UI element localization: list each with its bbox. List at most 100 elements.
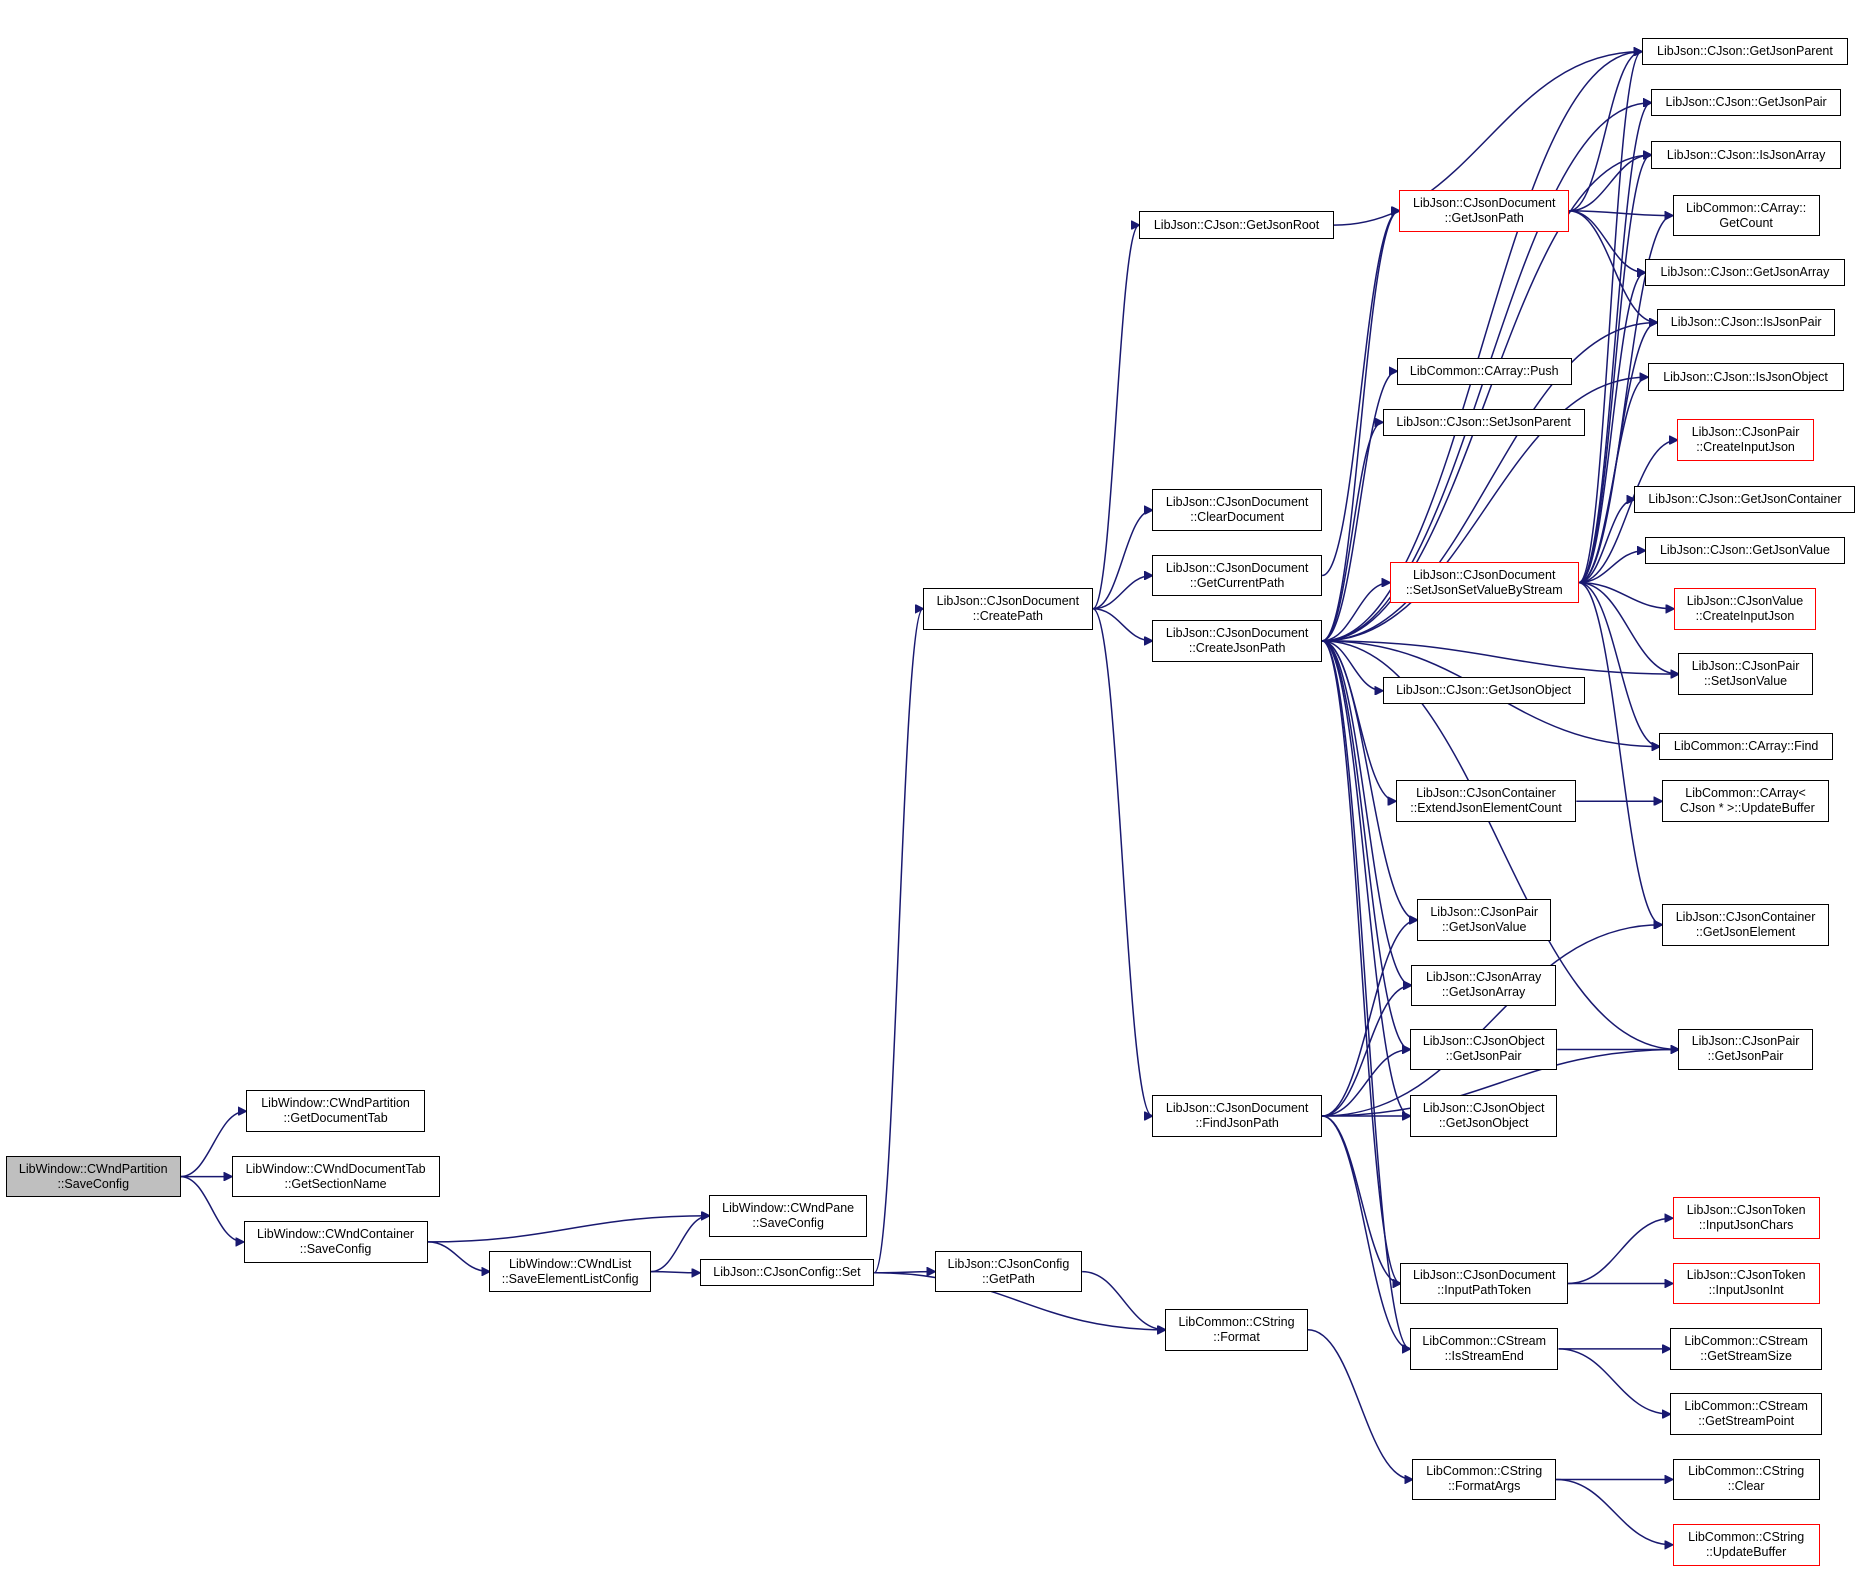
node-label: LibJson::CJsonValue ::CreateInputJson [1686, 593, 1804, 623]
node-wp-getdocumenttab[interactable]: LibWindow::CWndPartition ::GetDocumentTa… [245, 1090, 426, 1133]
node-wc-saveconfig[interactable]: LibWindow::CWndContainer ::SaveConfig [243, 1221, 428, 1263]
node-cst-isstreamend[interactable]: LibCommon::CStream ::IsStreamEnd [1409, 1328, 1559, 1370]
node-wpane-saveconfig[interactable]: LibWindow::CWndPane ::SaveConfig [709, 1194, 868, 1237]
node-jp-createinputjson[interactable]: LibJson::CJsonPair ::CreateInputJson [1677, 419, 1814, 461]
node-jd-findjsonpath[interactable]: LibJson::CJsonDocument ::FindJsonPath [1152, 1095, 1323, 1137]
edge-jd-createjsonpath-to-jp-getjsonvalue [1321, 640, 1417, 920]
node-label: LibJson::CJsonPair ::CreateInputJson [1691, 425, 1800, 455]
node-label: LibJson::CJsonToken ::InputJsonChars [1686, 1203, 1806, 1233]
node-label: LibJson::CJsonDocument ::SetJsonSetValue… [1405, 567, 1563, 597]
node-label: LibCommon::CArray< CJson * >::UpdateBuff… [1679, 786, 1815, 816]
edge-jd-setjsonsetvaluebystream-to-jv-createinputjson [1578, 581, 1674, 609]
node-j-getjsonpair[interactable]: LibJson::CJson::GetJsonPair [1651, 89, 1842, 117]
node-label: LibJson::CJson::IsJsonArray [1666, 147, 1826, 162]
node-j-getjsonvalue[interactable]: LibJson::CJson::GetJsonValue [1645, 536, 1845, 565]
node-jd-createpath[interactable]: LibJson::CJsonDocument ::CreatePath [922, 587, 1093, 630]
node-jd-inputpathtoken[interactable]: LibJson::CJsonDocument ::InputPathToken [1400, 1262, 1568, 1305]
node-cs-clear[interactable]: LibCommon::CString ::Clear [1672, 1458, 1820, 1501]
node-jd-createjsonpath[interactable]: LibJson::CJsonDocument ::CreateJsonPath [1152, 620, 1323, 662]
node-j-getjsonparent[interactable]: LibJson::CJson::GetJsonParent [1641, 38, 1849, 66]
edge-jd-createjsonpath-to-jd-getjsonpath [1321, 211, 1399, 642]
node-j-isjsonarray[interactable]: LibJson::CJson::IsJsonArray [1651, 141, 1842, 169]
node-j-setjsonparent[interactable]: LibJson::CJson::SetJsonParent [1382, 408, 1585, 436]
node-jo-getjsonobject[interactable]: LibJson::CJsonObject ::GetJsonObject [1409, 1095, 1558, 1137]
node-jd-setjsonsetvaluebystream[interactable]: LibJson::CJsonDocument ::SetJsonSetValue… [1389, 561, 1579, 604]
edge-jd-createjsonpath-to-jp-getjsonpair [1322, 640, 1678, 1050]
edge-jd-setjsonsetvaluebystream-to-j-getjsonvalue [1578, 551, 1646, 584]
node-label: LibJson::CJsonPair ::SetJsonValue [1691, 659, 1800, 689]
edge-jd-setjsonsetvaluebystream-to-j-getjsonpair [1578, 103, 1651, 584]
node-label: LibCommon::CString ::FormatArgs [1426, 1464, 1543, 1494]
edge-jd-createjsonpath-to-j-getjsonparent [1322, 52, 1642, 642]
node-ca-getcount[interactable]: LibCommon::CArray:: GetCount [1672, 194, 1820, 237]
node-ca-push[interactable]: LibCommon::CArray::Push [1396, 357, 1572, 385]
node-j-getjsonobject[interactable]: LibJson::CJson::GetJsonObject [1382, 677, 1585, 705]
node-wdt-getsectionname[interactable]: LibWindow::CWndDocumentTab ::GetSectionN… [231, 1155, 440, 1198]
node-label: LibCommon::CString ::Clear [1688, 1464, 1805, 1494]
node-wp-saveconfig[interactable]: LibWindow::CWndPartition ::SaveConfig [5, 1155, 181, 1198]
edge-jd-createjsonpath-to-ja-getjsonarray [1321, 640, 1411, 985]
node-jc-getpath[interactable]: LibJson::CJsonConfig ::GetPath [934, 1250, 1083, 1293]
edge-jd-createjsonpath-to-j-isjsonarray [1322, 155, 1651, 642]
node-label: LibJson::CJson::IsJsonObject [1663, 369, 1828, 384]
node-label: LibJson::CJsonConfig::Set [713, 1265, 861, 1280]
node-jcont-getjsonelement[interactable]: LibJson::CJsonContainer ::GetJsonElement [1661, 903, 1830, 946]
node-label: LibJson::CJsonDocument ::CreateJsonPath [1165, 625, 1309, 655]
node-label: LibWindow::CWndContainer ::SaveConfig [257, 1226, 415, 1256]
edge-jd-findjsonpath-to-jcont-getjsonelement [1322, 925, 1662, 1117]
node-cs-format[interactable]: LibCommon::CString ::Format [1165, 1309, 1308, 1351]
node-j-isjsonpair[interactable]: LibJson::CJson::IsJsonPair [1657, 308, 1836, 337]
node-jp-getjsonpair[interactable]: LibJson::CJsonPair ::GetJsonPair [1678, 1028, 1813, 1071]
edge-jd-createpath-to-jd-getcurrentpath [1092, 576, 1152, 610]
node-jd-cleardocument[interactable]: LibJson::CJsonDocument ::ClearDocument [1152, 489, 1323, 531]
node-jc-set[interactable]: LibJson::CJsonConfig::Set [699, 1259, 875, 1287]
node-wl-saveelementlistconfig[interactable]: LibWindow::CWndList ::SaveElementListCon… [489, 1250, 651, 1293]
node-label: LibCommon::CStream ::GetStreamSize [1684, 1333, 1808, 1363]
node-label: LibJson::CJsonContainer ::ExtendJsonElem… [1410, 786, 1562, 816]
edge-jd-findjsonpath-to-jp-getjsonpair [1322, 1049, 1678, 1117]
node-cst-getstreampoint[interactable]: LibCommon::CStream ::GetStreamPoint [1670, 1393, 1823, 1435]
node-j-getjsonarray[interactable]: LibJson::CJson::GetJsonArray [1645, 258, 1845, 287]
node-jp-setjsonvalue[interactable]: LibJson::CJsonPair ::SetJsonValue [1678, 653, 1813, 695]
node-j-getjsonroot[interactable]: LibJson::CJson::GetJsonRoot [1139, 211, 1334, 239]
node-ja-getjsonarray[interactable]: LibJson::CJsonArray ::GetJsonArray [1411, 964, 1557, 1007]
edge-wl-saveelementlistconfig-to-jc-set [650, 1272, 700, 1273]
node-label: LibJson::CJsonDocument ::FindJsonPath [1165, 1100, 1309, 1130]
edge-jd-createjsonpath-to-jd-inputpathtoken [1321, 640, 1400, 1284]
edge-wc-saveconfig-to-wpane-saveconfig [427, 1216, 710, 1243]
node-label: LibWindow::CWndDocumentTab ::GetSectionN… [245, 1161, 426, 1191]
edge-jc-set-to-cs-format [874, 1272, 1165, 1330]
node-j-isjsonobject[interactable]: LibJson::CJson::IsJsonObject [1647, 363, 1844, 391]
edge-jc-set-to-jd-createpath [873, 609, 923, 1274]
edge-jd-getjsonpath-to-j-isjsonarray [1569, 155, 1651, 212]
node-jcont-extendjsonelementcount[interactable]: LibJson::CJsonContainer ::ExtendJsonElem… [1395, 780, 1577, 822]
node-cst-getstreamsize[interactable]: LibCommon::CStream ::GetStreamSize [1670, 1328, 1823, 1370]
node-jv-createinputjson[interactable]: LibJson::CJsonValue ::CreateInputJson [1673, 587, 1817, 630]
node-jd-getcurrentpath[interactable]: LibJson::CJsonDocument ::GetCurrentPath [1152, 554, 1323, 597]
node-label: LibJson::CJsonDocument ::ClearDocument [1165, 495, 1309, 525]
node-label: LibWindow::CWndPane ::SaveConfig [722, 1200, 855, 1230]
node-label: LibCommon::CString ::UpdateBuffer [1688, 1529, 1805, 1559]
node-cs-updatebuffer[interactable]: LibCommon::CString ::UpdateBuffer [1672, 1524, 1820, 1566]
node-jt-inputjsonchars[interactable]: LibJson::CJsonToken ::InputJsonChars [1672, 1197, 1820, 1239]
node-jd-getjsonpath[interactable]: LibJson::CJsonDocument ::GetJsonPath [1399, 190, 1570, 232]
edge-wl-saveelementlistconfig-to-wpane-saveconfig [650, 1216, 709, 1273]
node-jp-getjsonvalue[interactable]: LibJson::CJsonPair ::GetJsonValue [1417, 899, 1552, 941]
node-cs-formatargs[interactable]: LibCommon::CString ::FormatArgs [1412, 1458, 1557, 1501]
node-ca-updatebuffer[interactable]: LibCommon::CArray< CJson * >::UpdateBuff… [1661, 780, 1830, 822]
node-label: LibCommon::CStream ::GetStreamPoint [1684, 1399, 1808, 1429]
edge-jd-createpath-to-jd-findjsonpath [1092, 608, 1152, 1116]
edge-jd-createjsonpath-to-cst-isstreamend [1321, 640, 1410, 1349]
edge-jd-setjsonsetvaluebystream-to-j-getjsonarray [1578, 273, 1646, 584]
edge-jd-setjsonsetvaluebystream-to-jp-setjsonvalue [1578, 581, 1679, 674]
node-j-getjsoncontainer[interactable]: LibJson::CJson::GetJsonContainer [1634, 485, 1856, 514]
node-label: LibJson::CJsonDocument ::GetCurrentPath [1165, 560, 1309, 590]
node-jt-inputjsonint[interactable]: LibJson::CJsonToken ::InputJsonInt [1672, 1262, 1820, 1305]
node-label: LibCommon::CArray::Push [1409, 363, 1559, 378]
node-ca-find[interactable]: LibCommon::CArray::Find [1659, 732, 1833, 761]
node-jo-getjsonpair[interactable]: LibJson::CJsonObject ::GetJsonPair [1409, 1028, 1558, 1071]
edge-jd-setjsonsetvaluebystream-to-jcont-getjsonelement [1578, 581, 1662, 925]
edge-jd-createjsonpath-to-j-getjsonobject [1322, 640, 1383, 691]
